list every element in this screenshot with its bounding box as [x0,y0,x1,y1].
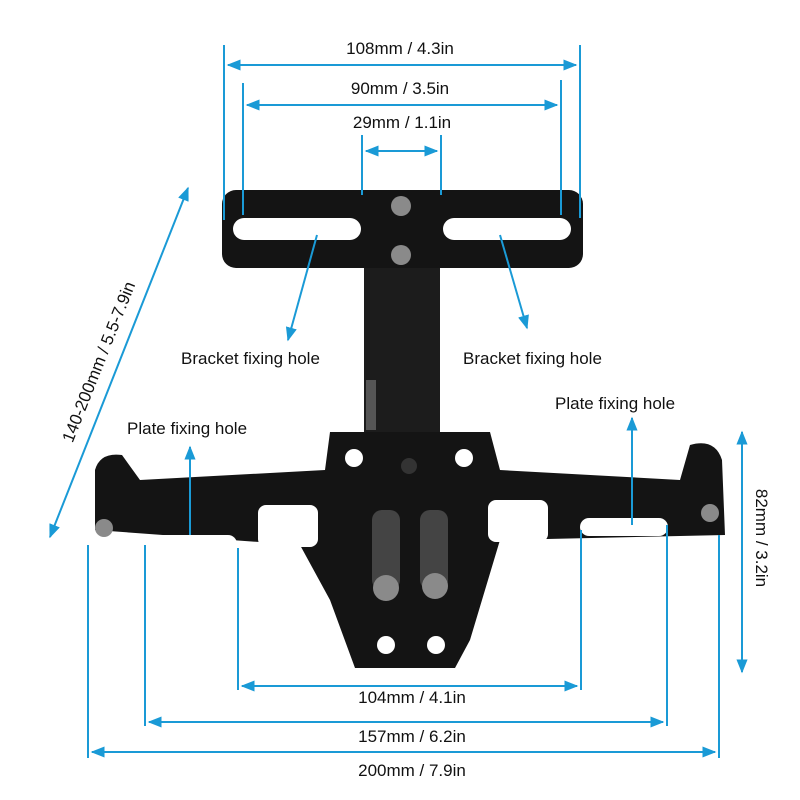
cutout-right [488,500,548,542]
vertical-arm [364,262,440,442]
dim-total-width: 200mm / 7.9in [358,761,466,780]
dim-top-holes: 29mm / 1.1in [353,113,451,132]
dim-inner-slots: 104mm / 4.1in [358,688,466,707]
dim-height: 82mm / 3.2in [752,489,771,587]
bracket-slot-right [443,218,571,240]
label-plate-left: Plate fixing hole [127,419,247,438]
plate-slot-right [580,518,668,536]
bolt-top [391,196,411,216]
dimension-lines [49,45,748,758]
label-plate-right: Plate fixing hole [555,394,675,413]
arm-hinge [366,380,376,430]
label-bracket-right: Bracket fixing hole [463,349,602,368]
cutout-left [258,505,318,547]
label-bracket-left: Bracket fixing hole [181,349,320,368]
bolt-bottom [391,245,411,265]
plate-slot-left [145,535,237,553]
dim-top-outer: 108mm / 4.3in [346,39,454,58]
dim-outer-slots: 157mm / 6.2in [358,727,466,746]
plate-mount [95,432,725,668]
dim-top-slots: 90mm / 3.5in [351,79,449,98]
bracket-slot-left [233,218,361,240]
